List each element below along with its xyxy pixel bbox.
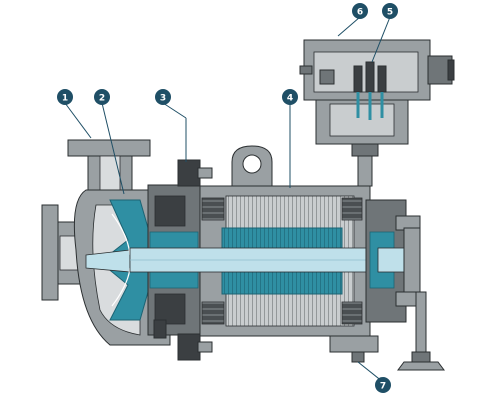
shaft [129,247,381,273]
terminal-connectors [299,61,387,120]
terminal-box [303,39,431,187]
adjustable-foot [397,291,445,371]
callout-2: 2 [94,89,110,105]
svg-text:6: 6 [357,8,363,18]
callout-5: 5 [382,3,398,19]
svg-text:7: 7 [380,382,386,392]
flange-bolts [153,159,213,361]
callout-6: 6 [352,3,368,19]
impeller [85,199,151,321]
svg-text:4: 4 [287,94,293,104]
svg-text:1: 1 [62,94,68,104]
svg-text:3: 3 [160,94,166,104]
svg-text:5: 5 [387,8,393,18]
discharge-nozzle [67,139,151,197]
svg-text:2: 2 [99,94,105,104]
callout-7: 7 [375,377,391,393]
callout-4: 4 [282,89,298,105]
callout-3: 3 [155,89,171,105]
leader-lines [64,16,391,383]
lifting-lug [231,145,273,189]
base-foot [329,335,379,363]
cable-gland [427,55,455,85]
callout-1: 1 [57,89,73,105]
rear-bearing-cover [365,199,421,323]
